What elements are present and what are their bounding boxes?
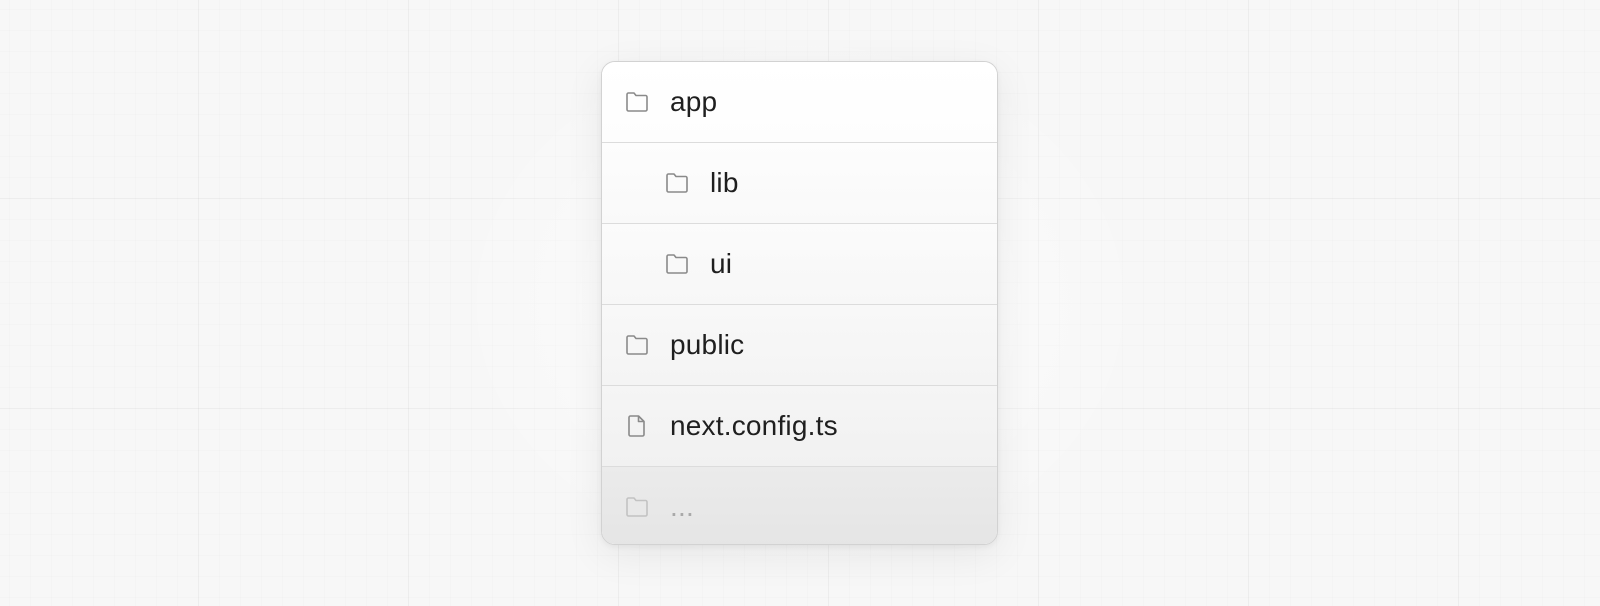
folder-icon: [625, 90, 649, 114]
tree-item-lib[interactable]: lib: [602, 143, 997, 224]
file-icon: [625, 414, 649, 438]
tree-item-label: ui: [710, 248, 733, 279]
tree-item-next-config[interactable]: next.config.ts: [602, 386, 997, 467]
folder-icon: [665, 252, 689, 276]
file-tree: app lib ui public: [601, 61, 998, 545]
tree-item-label: ...: [670, 490, 694, 522]
tree-item-public[interactable]: public: [602, 305, 997, 386]
tree-item-more[interactable]: ...: [602, 467, 997, 544]
folder-icon: [625, 495, 649, 519]
tree-item-label: lib: [710, 167, 739, 198]
folder-icon: [625, 333, 649, 357]
tree-item-app[interactable]: app: [602, 62, 997, 143]
tree-item-ui[interactable]: ui: [602, 224, 997, 305]
tree-item-label: next.config.ts: [670, 410, 838, 441]
tree-item-label: public: [670, 329, 745, 360]
tree-item-label: app: [670, 86, 718, 117]
folder-icon: [665, 171, 689, 195]
